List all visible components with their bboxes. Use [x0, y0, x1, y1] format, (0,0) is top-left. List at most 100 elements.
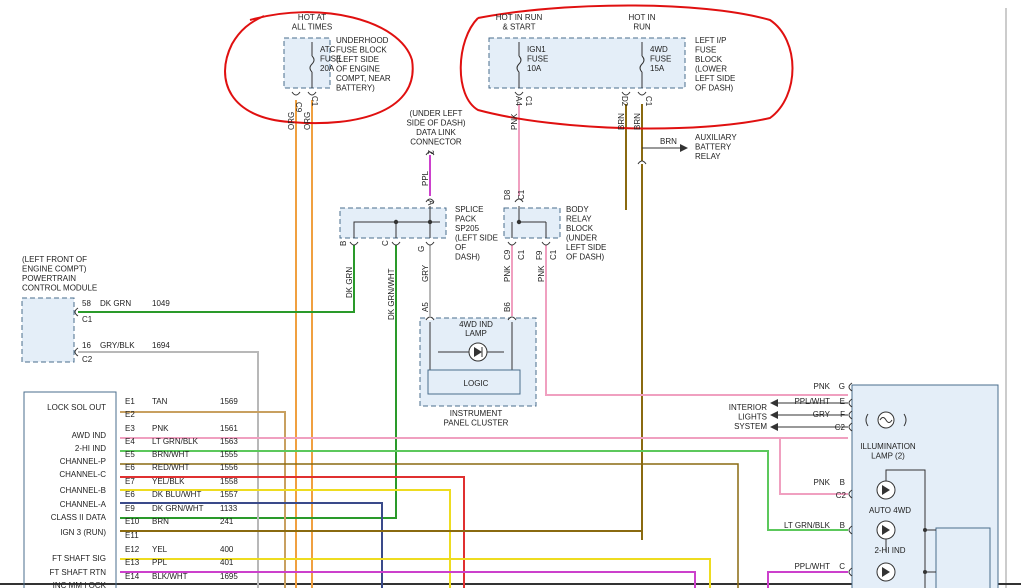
ign1-pin: A4: [514, 96, 523, 106]
awd-header-1: RUN: [633, 23, 651, 32]
dlc-pin: 2: [426, 150, 435, 155]
illumination-lamp-icon: [865, 411, 907, 429]
splice-label-2: SP205: [455, 224, 480, 233]
logic-block: [427, 369, 521, 395]
tcm-circuit-2: 1561: [220, 424, 238, 433]
tcm-pin-1: E2: [125, 410, 135, 419]
br-pin-f9c1: C1: [549, 249, 558, 260]
2hi-ind-led-icon: [876, 520, 896, 540]
splice-pin-a: A: [426, 200, 435, 206]
led-label-2hi: 2-HI IND: [874, 546, 905, 555]
pcm-box: [21, 297, 75, 363]
tcm-circuit-11: 400: [220, 545, 234, 554]
sw-pin-1: E: [840, 397, 845, 406]
tcm-circuit-9: 241: [220, 517, 234, 526]
body-relay-label-1: RELAY: [566, 215, 592, 224]
tcm-label-3: CHANNEL-P: [60, 457, 106, 466]
cluster-pin-a5: A5: [421, 302, 430, 312]
body-relay-box: [503, 207, 561, 239]
tcm-color-2: PNK: [152, 424, 169, 433]
awd-pin-d2: D2: [620, 96, 629, 107]
awd-fuse-name-0: 4WD: [650, 45, 668, 54]
underhood-desc-0: UNDERHOOD: [336, 36, 389, 45]
splice-label-0: SPLICE: [455, 205, 483, 214]
atc-header-0: HOT AT: [298, 13, 326, 22]
pcm-label-1: ENGINE COMPT): [22, 265, 87, 274]
tcm-label-1: AWD IND: [72, 431, 107, 440]
illum-label-1: LAMP (2): [871, 452, 905, 461]
sw-color-2: GRY: [813, 410, 831, 419]
underhood-fuse-box: [283, 37, 331, 89]
tcm-color-12: PPL: [152, 558, 168, 567]
pcm-label-3: CONTROL MODULE: [22, 284, 97, 293]
annotation-circle-left: [224, 11, 414, 125]
tcm-label-4: CHANNEL-C: [59, 470, 106, 479]
tcm-circuit-5: 1556: [220, 463, 238, 472]
sw-low-pin-1: B: [840, 521, 845, 530]
br-pin-f9: F9: [535, 250, 544, 260]
br-pin-d8c1: C1: [517, 189, 526, 200]
tcm-circuit-8: 1133: [220, 504, 238, 513]
splice-pin-c: C: [381, 240, 390, 246]
splice-wire-gry: GRY: [421, 264, 430, 282]
tcm-pin-8: E9: [125, 504, 135, 513]
interior-lights-label-0: INTERIOR: [729, 403, 767, 412]
dlc-label-0: (UNDER LEFT: [410, 109, 463, 118]
pcm-pin-16: 16: [82, 341, 91, 350]
splice-label-5: DASH): [455, 253, 480, 262]
sw-low-pin-2: C: [839, 562, 845, 571]
ip-fuse-desc-0: LEFT I/P: [695, 36, 726, 45]
dlc-label-3: CONNECTOR: [410, 138, 462, 147]
tcm-pin-11: E12: [125, 545, 140, 554]
splice-label-4: OF: [455, 243, 466, 252]
auto-4wd-led-icon: [876, 480, 896, 500]
splice-pin-b: B: [339, 241, 348, 246]
underhood-desc-4: COMPT, NEAR: [336, 74, 391, 83]
ign1-fuse-name-1: FUSE: [527, 55, 548, 64]
sw-low-color-0: PNK: [814, 478, 831, 487]
tcm-pin-4: E5: [125, 450, 135, 459]
atc-header-1: ALL TIMES: [292, 23, 332, 32]
cluster-pin-b6: B6: [503, 302, 512, 312]
tcm-pin-5: E6: [125, 463, 135, 472]
tcm-color-8: DK GRN/WHT: [152, 504, 204, 513]
body-relay-label-3: (UNDER: [566, 234, 597, 243]
pcm-pin-58: 58: [82, 299, 91, 308]
awd-fuse-name-2: 15A: [650, 64, 665, 73]
tcm-pin-3: E4: [125, 437, 135, 446]
aux-relay-label-0: AUXILIARY: [695, 133, 737, 142]
awd-wire-2: BRN: [633, 113, 642, 130]
pcm-conn-c2: C2: [82, 355, 93, 364]
tcm-circuit-0: 1569: [220, 397, 238, 406]
atc-fuse-name-2: 20A: [320, 64, 335, 73]
tcm-label-7: CLASS II DATA: [51, 513, 107, 522]
tcm-color-3: LT GRN/BLK: [152, 437, 199, 446]
tcm-color-9: BRN: [152, 517, 169, 526]
interior-lights-label-1: LIGHTS: [738, 413, 767, 422]
underhood-desc-5: BATTERY): [336, 84, 375, 93]
br-pin-c9: C9: [503, 249, 512, 260]
tcm-label-9: FT SHAFT SIG: [52, 554, 106, 563]
transfer-case-module-box: [23, 391, 117, 588]
cluster-logic: LOGIC: [464, 379, 489, 388]
illum-label-0: ILLUMINATION: [860, 442, 916, 451]
tcm-circuit-3: 1563: [220, 437, 238, 446]
atc-pin-c9: C9: [294, 102, 303, 113]
atc-wire-1: ORG: [287, 112, 296, 130]
tcm-circuit-12: 401: [220, 558, 234, 567]
atc-wire-2: ORG: [303, 112, 312, 130]
ip-fuse-desc-4: LEFT SIDE: [695, 74, 735, 83]
underhood-desc-1: FUSE BLOCK: [336, 46, 387, 55]
body-relay-label-2: BLOCK: [566, 224, 594, 233]
underhood-desc-3: OF ENGINE: [336, 65, 380, 74]
tcm-label-8: IGN 3 (RUN): [60, 528, 106, 537]
4wd-ind-led-icon: [468, 342, 488, 362]
sw-low-conn-c2: C2: [836, 491, 847, 500]
body-relay-label-0: BODY: [566, 205, 589, 214]
splice-pin-g: G: [417, 246, 426, 252]
splice-wire-dkgrn: DK GRN: [345, 267, 354, 298]
ip-fuse-desc-5: OF DASH): [695, 84, 734, 93]
tcm-pin-12: E13: [125, 558, 140, 567]
tcm-circuit-7: 1557: [220, 490, 238, 499]
